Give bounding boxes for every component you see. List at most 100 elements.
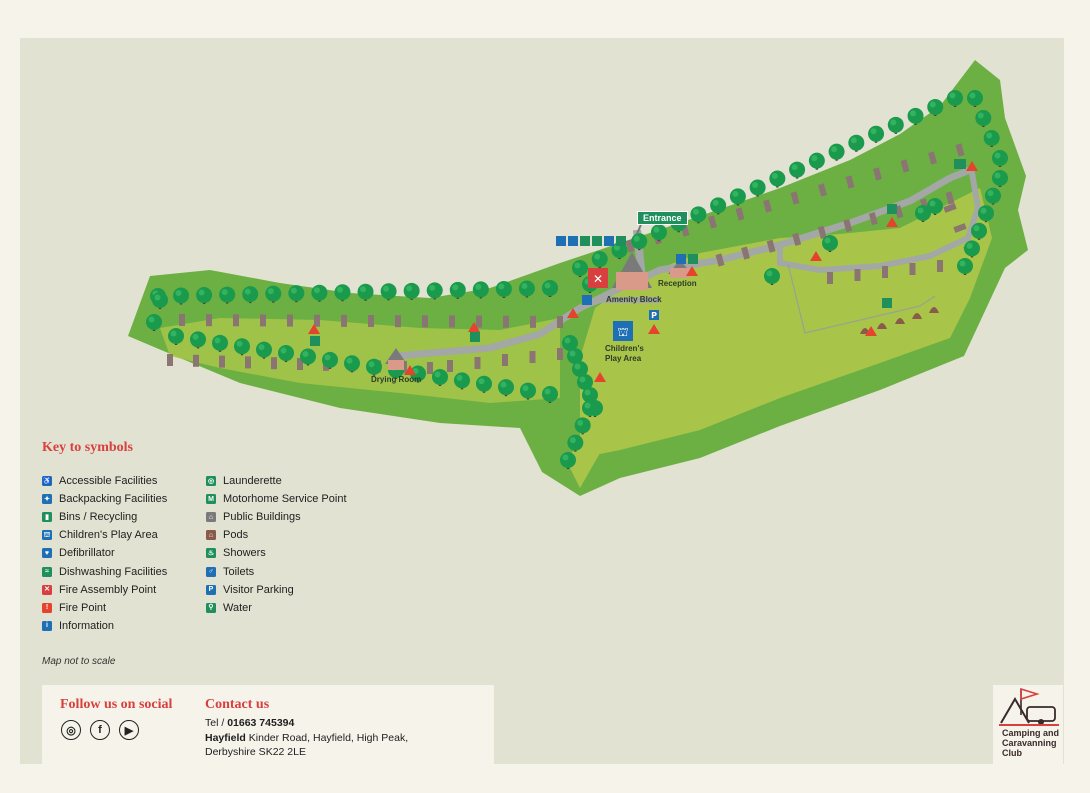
information-icon: i (42, 620, 52, 631)
key-item-label: Fire Point (59, 601, 107, 614)
tree-icon (146, 314, 162, 331)
tree-icon (357, 283, 374, 301)
pitch (557, 348, 563, 360)
tree-icon (334, 284, 351, 302)
key-item-label: Information (59, 619, 115, 632)
key-column-left: ♿Accessible Facilities✦Backpacking Facil… (42, 472, 167, 635)
tree-icon (769, 170, 786, 188)
pitch (790, 191, 800, 205)
key-item-label: Launderette (223, 475, 282, 488)
key-item-label: Toilets (223, 565, 255, 578)
pitch (260, 314, 266, 327)
pitch (206, 314, 212, 327)
pitch (427, 362, 433, 374)
tree-icon (749, 179, 766, 197)
key-item: ≈Dishwashing Facilities (42, 562, 167, 580)
key-item-label: Motorhome Service Point (223, 493, 347, 506)
tree-icon (190, 331, 206, 349)
tree-icon (992, 170, 1008, 187)
pitch (449, 315, 455, 328)
pitch (476, 315, 482, 328)
pitch (167, 354, 173, 366)
play-area-label-line2: Play Area (605, 354, 642, 363)
pitch (447, 360, 453, 372)
drying-room-label: Drying Room (371, 375, 422, 384)
tree-icon (212, 334, 228, 352)
tree-icon (789, 161, 806, 179)
tree-icon (567, 434, 584, 452)
tree-icon (542, 280, 558, 297)
toilet-icon: ♂ (206, 566, 216, 577)
play-area-icon: ⛫ (42, 530, 52, 541)
address-line1: Kinder Road, Hayfield, High Peak, (248, 732, 409, 744)
amenity-icon-strip (556, 236, 626, 246)
tree-icon (572, 260, 588, 277)
pitch (395, 315, 401, 328)
tree-icon (927, 198, 943, 215)
tree-icon (344, 355, 360, 373)
key-item: ⌂ Pods (206, 526, 347, 544)
loop-road (777, 170, 982, 274)
tree-icon (978, 205, 994, 223)
key-item-label: Visitor Parking (223, 583, 294, 596)
tree-icon (380, 283, 397, 301)
key-item-label: Public Buildings (223, 511, 301, 524)
tree-icon (498, 379, 514, 397)
key-item-label: Dishwashing Facilities (59, 565, 168, 578)
tree-icon (454, 372, 470, 390)
svg-text:✕: ✕ (593, 272, 603, 286)
tree-icon (426, 282, 443, 300)
pitch (193, 354, 199, 367)
meadow-light (580, 188, 992, 458)
amenity-block (616, 272, 648, 290)
pitch (945, 191, 955, 205)
key-item-label: Water (223, 601, 252, 614)
key-item-label: Pods (223, 529, 249, 542)
pitch (845, 175, 855, 189)
key-item-label: Bins / Recycling (59, 511, 138, 524)
pitch (827, 272, 833, 284)
pitch (530, 315, 536, 328)
amenity-block-label: Amenity Block (606, 295, 662, 304)
motorhome-service-marker (954, 159, 966, 169)
youtube-icon[interactable]: ▶ (119, 720, 139, 740)
pitch (557, 316, 563, 328)
pitch (873, 167, 882, 181)
tree-icon (300, 348, 316, 366)
drying-room-building-front (388, 360, 404, 370)
key-item-label: Accessible Facilities (59, 475, 158, 488)
tel-number[interactable]: 01663 745394 (227, 717, 295, 729)
key-item: ⛫Children's Play Area (42, 526, 167, 544)
amenity-spur (578, 297, 660, 311)
tree-icon (449, 281, 466, 299)
pitch (766, 239, 776, 253)
reception-building-front (670, 268, 690, 278)
tree-icon (591, 251, 608, 269)
pitch (937, 260, 943, 272)
tree-icon (520, 382, 536, 400)
key-item: ♥Defibrillator (42, 544, 167, 562)
pod-icon: ⌂ (206, 530, 216, 541)
pitch (843, 218, 853, 233)
tree-icon (650, 224, 667, 242)
key-item-label: Backpacking Facilities (59, 493, 168, 506)
public-building-icon: ⌂ (206, 512, 216, 523)
main-road (392, 166, 974, 360)
facebook-icon[interactable]: f (90, 720, 110, 740)
tree-icon (927, 98, 944, 116)
tree-icon (971, 222, 987, 240)
pitch (233, 314, 239, 327)
key-item: ⌂ Public Buildings (206, 508, 347, 526)
svg-text:⛫: ⛫ (617, 325, 628, 339)
tree-icon (242, 286, 259, 304)
tree-icon (572, 361, 588, 378)
motorhome-service-icon: M (206, 494, 216, 505)
tree-icon (582, 400, 598, 417)
pitch (503, 315, 509, 328)
tree-icon (196, 287, 213, 305)
tree-icon (278, 345, 294, 363)
pitch (928, 151, 937, 165)
instagram-icon[interactable]: ◎ (61, 720, 81, 740)
